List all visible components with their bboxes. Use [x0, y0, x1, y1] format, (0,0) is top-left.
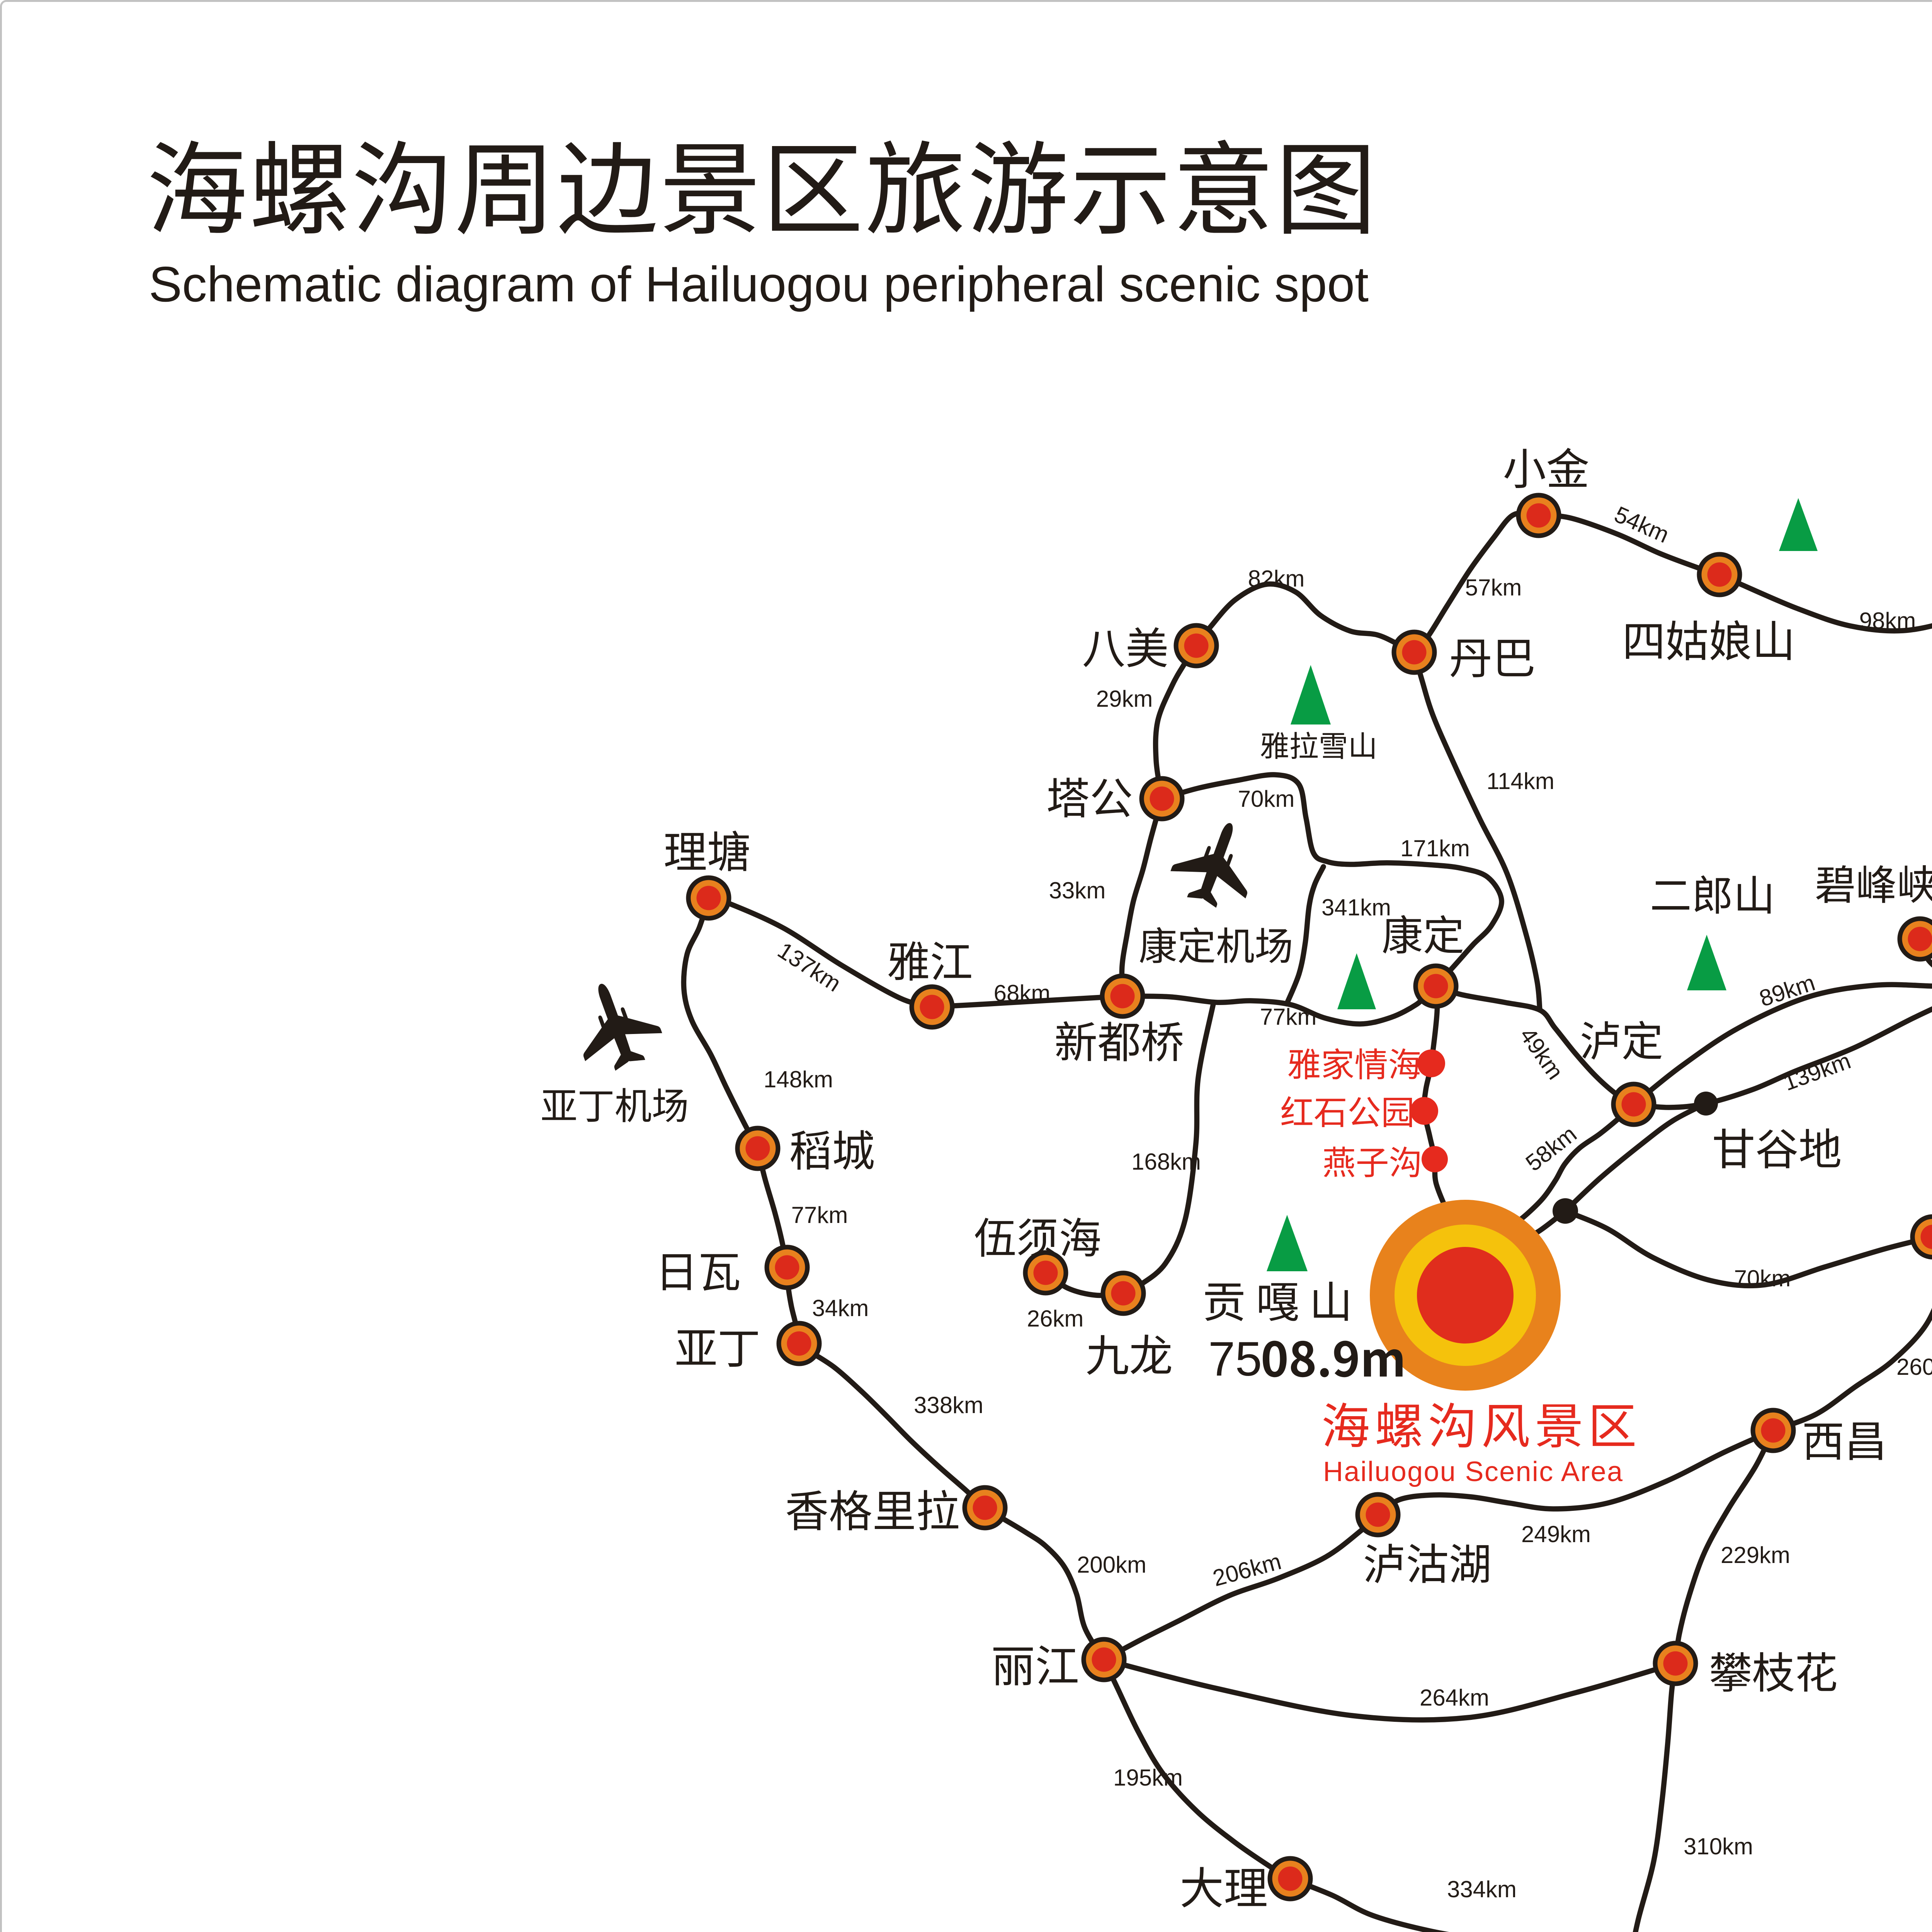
svg-text:75: 75: [1208, 1332, 1262, 1386]
svg-text:70km: 70km: [1734, 1265, 1791, 1291]
svg-text:334km: 334km: [1447, 1876, 1517, 1902]
svg-text:34km: 34km: [812, 1295, 869, 1321]
svg-text:171km: 171km: [1400, 835, 1470, 861]
svg-text:57km: 57km: [1465, 575, 1522, 600]
svg-text:33km: 33km: [1049, 878, 1106, 903]
svg-text:Hailuogou Scenic Area: Hailuogou Scenic Area: [1323, 1456, 1623, 1487]
svg-text:249km: 249km: [1521, 1521, 1591, 1547]
svg-text:195km: 195km: [1113, 1765, 1183, 1791]
svg-text:338km: 338km: [914, 1392, 983, 1418]
svg-text:70km: 70km: [1238, 786, 1295, 812]
svg-text:Schematic diagram of Hailuogou: Schematic diagram of Hailuogou periphera…: [149, 257, 1369, 312]
svg-text:77km: 77km: [1260, 1004, 1317, 1030]
svg-text:264km: 264km: [1420, 1685, 1489, 1711]
svg-text:68km: 68km: [994, 980, 1051, 1006]
svg-text:98km: 98km: [1859, 608, 1916, 634]
svg-text:229km: 229km: [1721, 1542, 1790, 1568]
svg-text:82km: 82km: [1248, 566, 1305, 592]
svg-text:310km: 310km: [1684, 1833, 1753, 1859]
svg-text:26km: 26km: [1027, 1306, 1084, 1332]
svg-text:200km: 200km: [1077, 1552, 1146, 1578]
svg-text:168km: 168km: [1131, 1149, 1201, 1175]
svg-text:77km: 77km: [791, 1202, 848, 1228]
svg-text:260km: 260km: [1896, 1354, 1932, 1380]
svg-text:341km: 341km: [1321, 895, 1391, 920]
svg-text:114km: 114km: [1486, 768, 1554, 794]
svg-text:29km: 29km: [1096, 686, 1153, 712]
svg-text:148km: 148km: [764, 1066, 833, 1092]
